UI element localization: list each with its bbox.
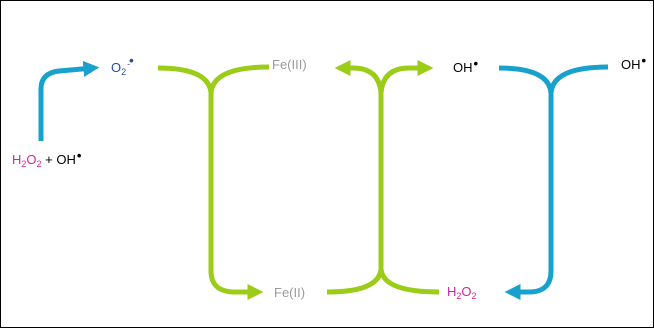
arrow-h2o2-to-superoxide <box>38 60 100 141</box>
label-h2o2-plus-hydroxyl: H2O2 + OH• <box>12 148 81 169</box>
label-hydroxyl-right: OH• <box>621 53 647 72</box>
arrow-superoxide-branch <box>157 65 214 94</box>
arrow-to-oh-mid <box>378 59 434 94</box>
arrow-oh-right-branch <box>548 64 609 94</box>
arrow-to-fe3 <box>334 59 384 94</box>
arrow-oh-mid-branch <box>498 65 554 94</box>
arrow-to-fe2 <box>208 91 264 301</box>
radical-dot: • <box>641 53 647 68</box>
label-superoxide: O2-• <box>111 53 134 77</box>
label-hydroxyl-mid: OH• <box>453 56 479 75</box>
h2o2-formula: H2O2 <box>12 152 42 169</box>
arrow-h2o2-branch <box>378 268 440 295</box>
label-fe2: Fe(II) <box>274 285 306 300</box>
arrow-to-h2o2-bottom <box>504 91 554 301</box>
radical-dot: • <box>129 53 134 68</box>
radical-dot: • <box>76 148 82 163</box>
radical-dot: • <box>473 56 479 71</box>
plus-hydroxyl: + OH <box>41 152 76 167</box>
arrow-fe3-branch <box>208 64 270 94</box>
label-h2o2-bottom: H2O2 <box>447 284 477 301</box>
label-fe3: Fe(III) <box>272 57 307 72</box>
arrow-fe2-branch <box>326 268 384 295</box>
